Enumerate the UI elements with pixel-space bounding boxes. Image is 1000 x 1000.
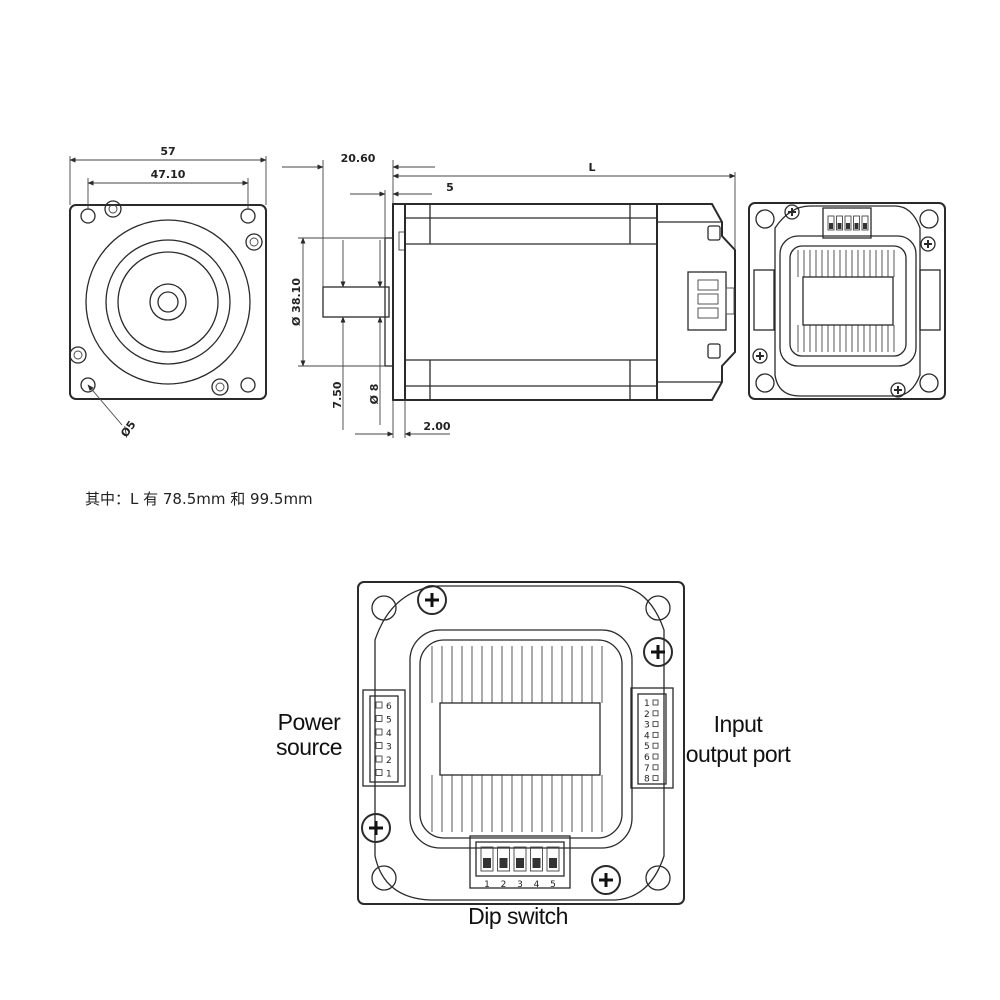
pin-pad [652, 775, 659, 782]
dim-hole-dia: Ø5 [118, 418, 138, 439]
dip-key [844, 215, 852, 231]
dip-key [827, 215, 835, 231]
pin-pad [375, 715, 383, 722]
dip-key [546, 846, 560, 872]
pin-pad [652, 742, 659, 749]
dip-switch-label: Dip switch [468, 903, 568, 929]
io-port-label-line2: output port [686, 741, 792, 767]
dip-key [530, 846, 543, 872]
dip-number: 1 [484, 880, 490, 890]
power-pin-number: 1 [386, 770, 392, 780]
dip-key [853, 215, 860, 231]
dim-7-50: 7.50 [331, 381, 344, 408]
side-view: 20.60 5 L Ø 38.10 7.50 Ø 8 2.00 [282, 152, 736, 438]
pin-pad [375, 742, 383, 749]
pin-pad [375, 769, 383, 776]
dip-number: 4 [534, 880, 540, 890]
dip-key-knob [863, 223, 867, 229]
pin-pad [375, 701, 383, 709]
power-pin-number: 5 [386, 716, 392, 726]
power-source-label-line1: Power [278, 709, 342, 735]
dip-key [497, 846, 510, 872]
dip-number: 5 [550, 880, 556, 890]
io-pin-number: 3 [644, 721, 650, 731]
pin-pad [652, 753, 659, 760]
dip-key [480, 846, 494, 872]
dip-key-knob [532, 858, 541, 868]
power-pin-number: 6 [386, 702, 392, 712]
dim-5: 5 [446, 181, 454, 194]
pin-pad [375, 728, 383, 736]
power-source-label-line2: source [276, 734, 342, 760]
dip-switch [469, 835, 571, 889]
pin-pad [652, 699, 659, 706]
dim-20-60: 20.60 [341, 152, 376, 165]
pin-pad [375, 755, 383, 763]
io-connector [630, 687, 674, 789]
dip-key-knob [854, 223, 859, 229]
dip-number: 2 [501, 880, 507, 890]
dim-47-10: 47.10 [151, 168, 186, 181]
dip-key-knob [499, 858, 508, 868]
io-pin-number: 6 [644, 753, 650, 763]
power-connector [362, 689, 406, 787]
pin-pad [652, 710, 659, 717]
power-pin-number: 2 [386, 756, 392, 766]
dim-8: Ø 8 [368, 384, 381, 405]
dip-key-knob [829, 223, 833, 229]
io-port-label-line1: Input [714, 711, 764, 737]
dip-key-knob [846, 223, 850, 229]
front-view: 57 47.10 Ø5 [69, 145, 267, 440]
pin-pad [652, 764, 659, 771]
dip-number: 3 [517, 880, 523, 890]
dim-57: 57 [160, 145, 175, 158]
io-pin-number: 7 [644, 764, 650, 774]
dip-key [861, 215, 869, 231]
power-pin-number: 3 [386, 743, 392, 753]
io-pin-number: 1 [644, 699, 650, 709]
dip-key-knob [837, 223, 842, 229]
dip-key-knob [549, 858, 557, 868]
io-pin-number: 5 [644, 742, 650, 752]
dip-key [836, 215, 843, 231]
io-pin-number: 8 [644, 775, 650, 785]
pin-pad [652, 721, 659, 728]
back-view-small [748, 202, 946, 400]
io-pin-number: 2 [644, 710, 650, 720]
dim-38-10: Ø 38.10 [290, 278, 303, 326]
dim-2-00: 2.00 [423, 420, 450, 433]
dip-key [513, 846, 527, 872]
length-note: 其中：L 有 78.5mm 和 99.5mm [85, 490, 313, 508]
dim-L: L [588, 161, 595, 174]
power-pin-number: 4 [386, 729, 392, 739]
pin-pad [652, 731, 659, 738]
dip-key-knob [516, 858, 524, 868]
io-pin-number: 4 [644, 731, 650, 741]
dip-key-knob [483, 858, 491, 868]
